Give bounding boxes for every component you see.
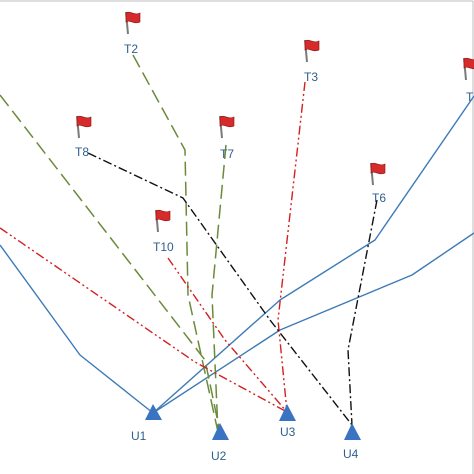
uav-u4: U4	[343, 423, 361, 461]
uav-label-u4: U4	[343, 447, 359, 461]
target-label-t-edge: T	[466, 90, 474, 104]
flag-icon	[125, 11, 141, 35]
target-label-t2: T2	[124, 42, 138, 56]
flag-icon	[76, 115, 92, 139]
target-label-t7: T7	[220, 147, 234, 161]
triangle-icon	[212, 423, 229, 440]
target-label-t10: T10	[153, 240, 174, 254]
path-black-2	[347, 199, 378, 426]
target-label-t6: T6	[372, 191, 386, 205]
paths-layer	[0, 54, 474, 433]
target-t-edge: T	[463, 57, 474, 104]
target-t8: T8	[75, 115, 92, 159]
uav-u1: U1	[131, 404, 162, 443]
flag-icon	[155, 209, 171, 233]
path-green-1	[0, 94, 221, 433]
target-label-t8: T8	[75, 145, 89, 159]
uav-u3: U3	[279, 404, 296, 439]
path-green-3	[211, 144, 227, 433]
target-t10: T10	[153, 209, 174, 254]
triangle-icon	[145, 404, 162, 420]
path-blue-3	[152, 232, 474, 414]
path-red-3	[277, 81, 306, 413]
uav-label-u3: U3	[280, 425, 296, 439]
triangle-icon	[344, 423, 361, 440]
target-t2: T2	[124, 11, 141, 56]
flag-icon	[463, 57, 474, 81]
target-t6: T6	[370, 162, 386, 205]
path-black-1	[87, 152, 353, 426]
uav-u2: U2	[211, 423, 229, 463]
path-green-2	[132, 54, 219, 433]
path-red-1	[0, 227, 288, 413]
uav-label-u1: U1	[131, 429, 147, 443]
path-blue-2	[152, 95, 474, 414]
flag-icon	[219, 115, 235, 139]
target-t3: T3	[304, 39, 320, 84]
uav-label-u2: U2	[211, 449, 227, 463]
path-blue-1	[0, 244, 154, 414]
flag-icon	[304, 39, 320, 63]
target-t7: T7	[219, 115, 235, 161]
triangle-icon	[279, 404, 296, 421]
flag-icon	[370, 162, 386, 186]
target-label-t3: T3	[304, 70, 318, 84]
